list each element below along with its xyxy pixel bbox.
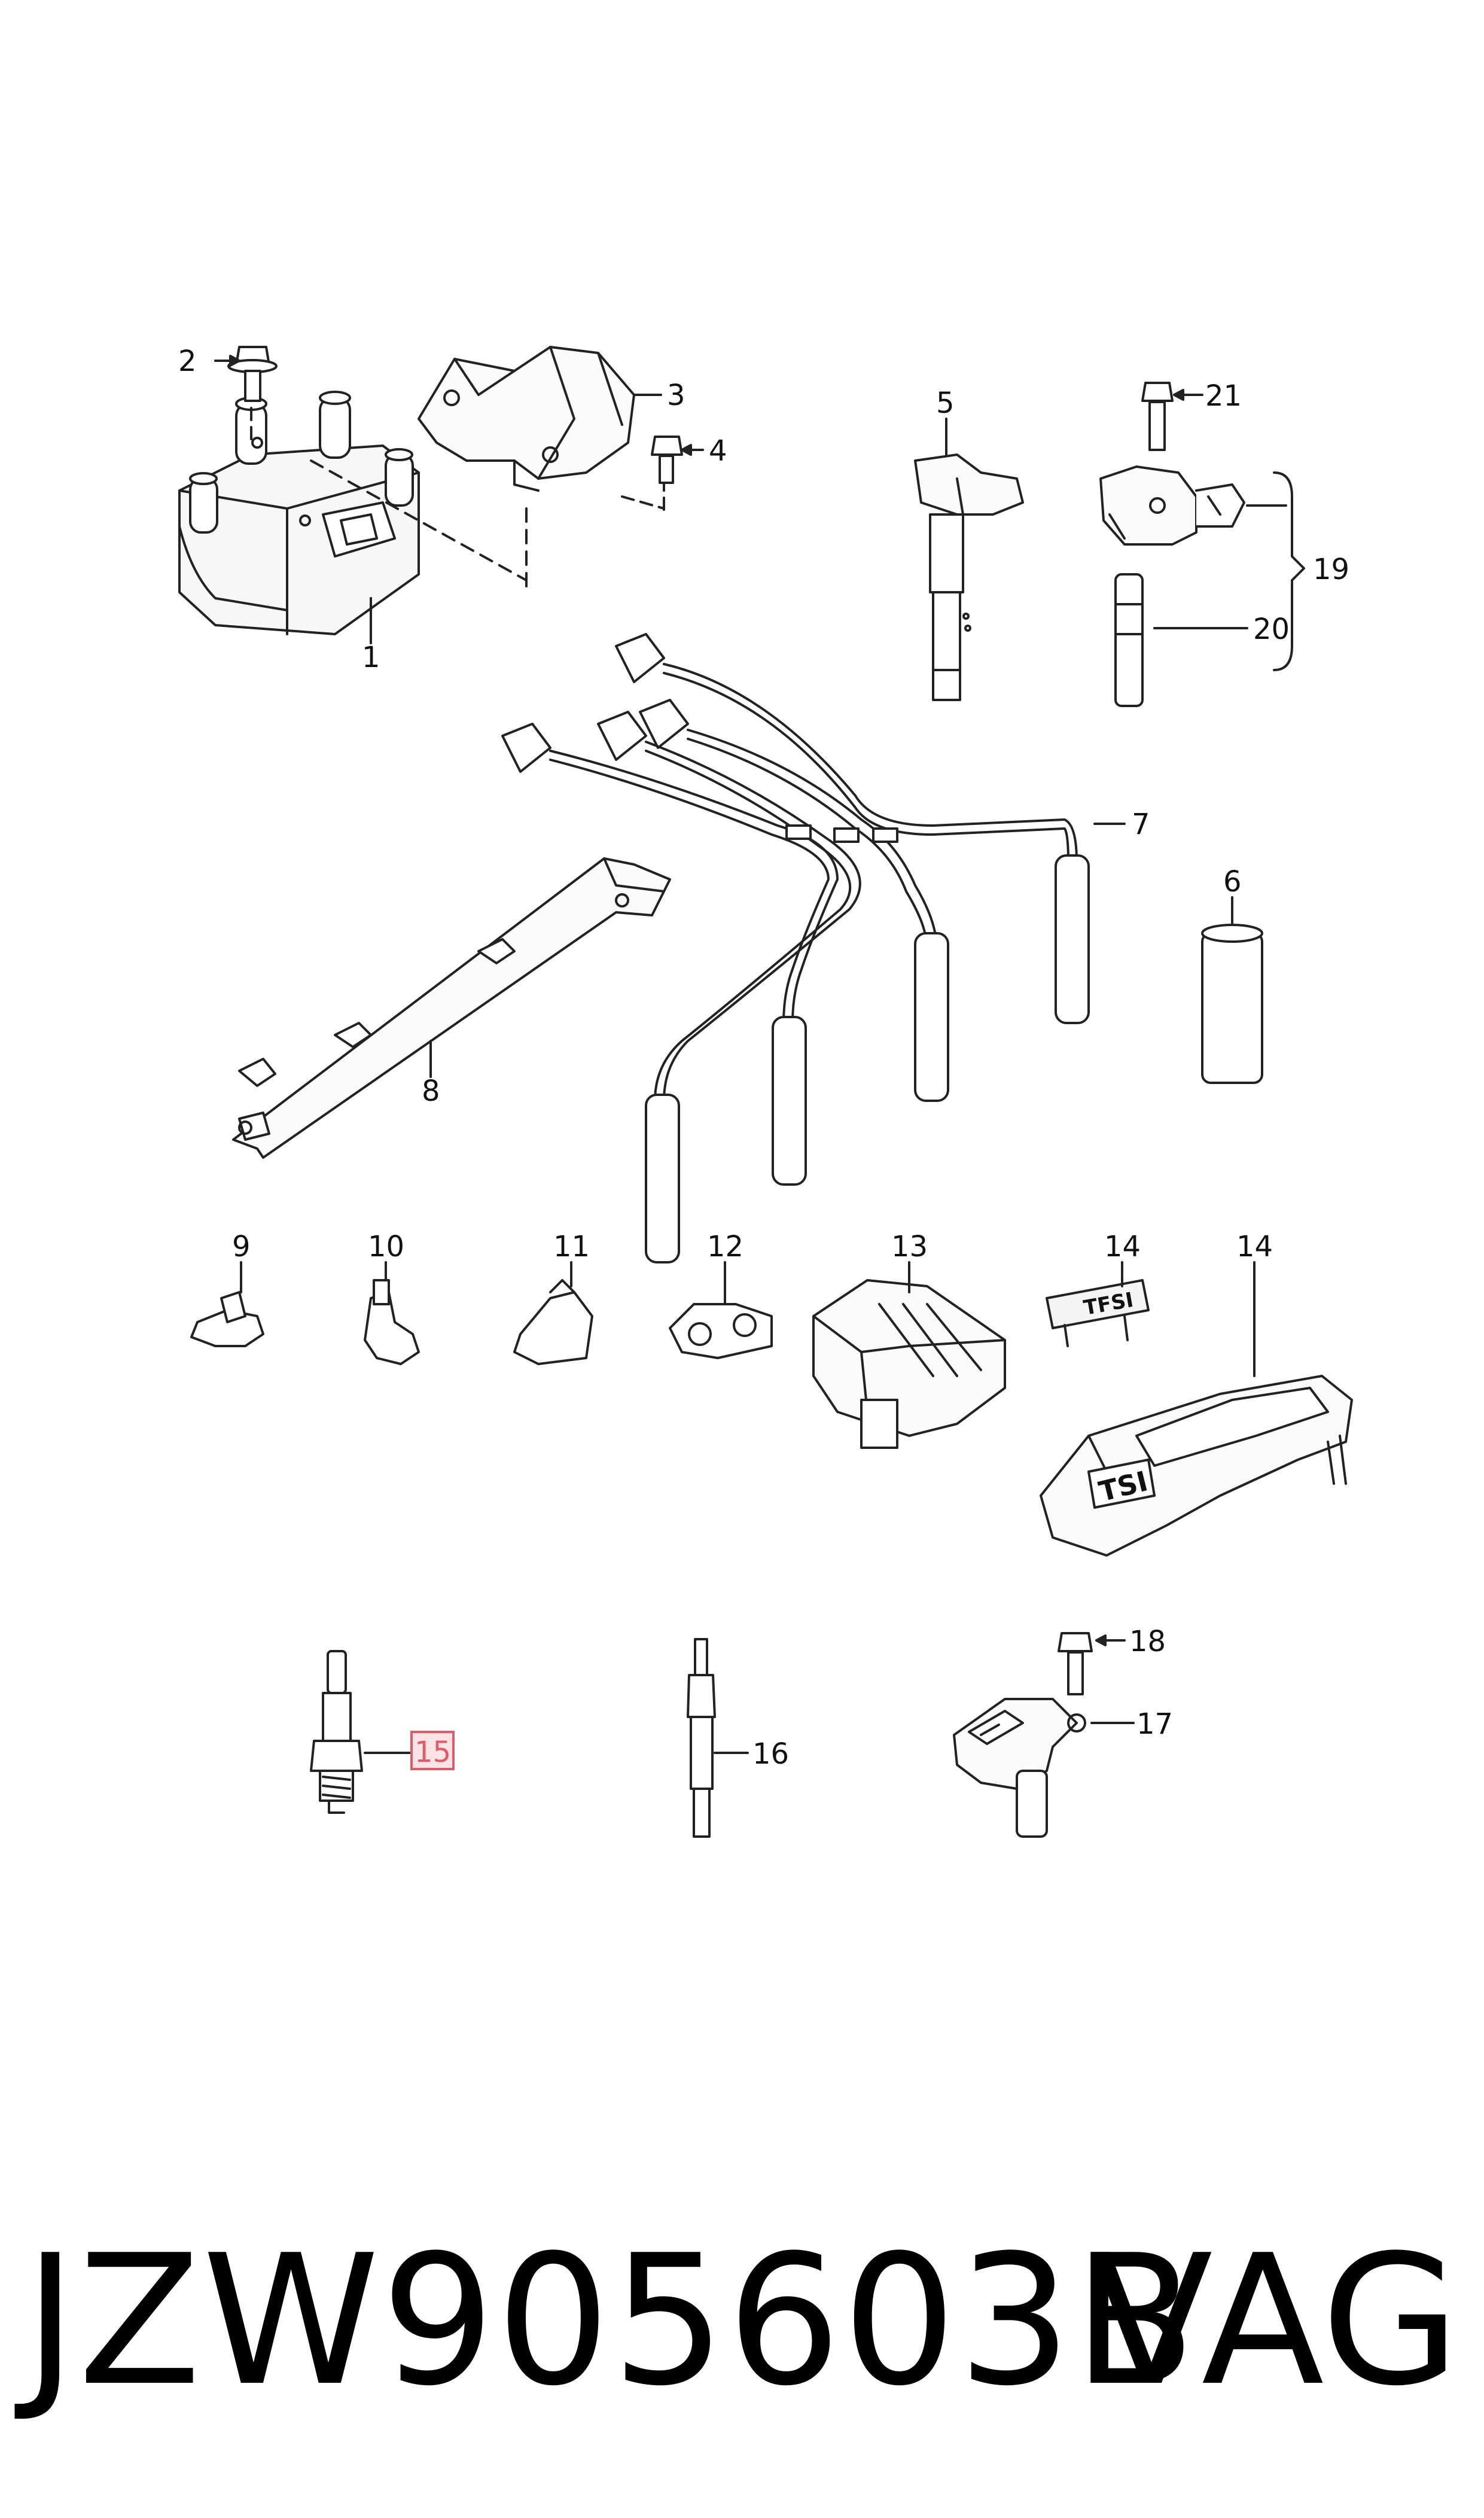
bolt-4[interactable] <box>651 436 683 484</box>
bolt-18[interactable] <box>1058 1632 1093 1695</box>
callout-11: 11 <box>553 1230 590 1263</box>
ignition-lead-set[interactable] <box>501 633 1090 1263</box>
callout-7: 7 <box>1132 808 1150 841</box>
pencil-ignition-coil[interactable] <box>914 453 1024 701</box>
part-number: JZW905603B <box>24 2216 1197 2425</box>
coil-bracket[interactable] <box>418 346 635 492</box>
connector-housing[interactable] <box>812 1279 1006 1449</box>
camshaft-sensor[interactable] <box>953 1698 1086 1838</box>
callout-15: 15 <box>415 1735 451 1769</box>
callout-5: 5 <box>936 386 955 420</box>
coil-with-connector[interactable] <box>1099 465 1245 546</box>
callout-14-cover: 14 <box>1236 1230 1273 1263</box>
callout-4: 4 <box>709 434 727 468</box>
clip-9[interactable] <box>190 1291 264 1347</box>
grease-tube[interactable] <box>1201 924 1263 1084</box>
callout-10: 10 <box>368 1230 404 1263</box>
callout-18: 18 <box>1129 1625 1166 1658</box>
callout-13: 13 <box>891 1230 928 1263</box>
callout-3: 3 <box>667 379 685 412</box>
bolt-2[interactable] <box>227 346 278 402</box>
callout-20: 20 <box>1253 613 1290 646</box>
callout-2: 2 <box>178 345 197 378</box>
ignition-coil-pack[interactable] <box>178 391 420 635</box>
clip-12[interactable] <box>669 1303 773 1359</box>
coil-extension-rod[interactable] <box>1114 573 1144 707</box>
callout-9: 9 <box>232 1230 251 1263</box>
parts-diagram: TFSI TSI 1 2 3 4 5 21 19 20 7 6 8 9 10 1… <box>178 345 1353 1838</box>
brand-name: VAG <box>1090 2216 1460 2425</box>
callout-16: 16 <box>752 1737 789 1771</box>
footer: JZW905603B VAG <box>0 2213 1484 2465</box>
callout-14-badge: 14 <box>1104 1230 1141 1263</box>
callout-1: 1 <box>362 641 380 674</box>
spark-plug[interactable] <box>310 1650 363 1814</box>
callout-8: 8 <box>422 1074 440 1108</box>
mounting-strip[interactable] <box>232 857 671 1159</box>
callout-6: 6 <box>1223 865 1242 899</box>
callout-15-highlight <box>410 1731 455 1770</box>
logo-badge[interactable] <box>1046 1279 1150 1347</box>
engine-cover[interactable] <box>1040 1375 1353 1557</box>
callout-12: 12 <box>707 1230 743 1263</box>
callout-19: 19 <box>1313 553 1349 586</box>
callout-21: 21 <box>1205 379 1242 413</box>
clip-10[interactable] <box>364 1279 420 1365</box>
callout-17: 17 <box>1136 1707 1173 1741</box>
glow-plug[interactable] <box>687 1638 716 1838</box>
bolt-21[interactable] <box>1141 382 1174 451</box>
clip-11[interactable] <box>513 1279 593 1365</box>
